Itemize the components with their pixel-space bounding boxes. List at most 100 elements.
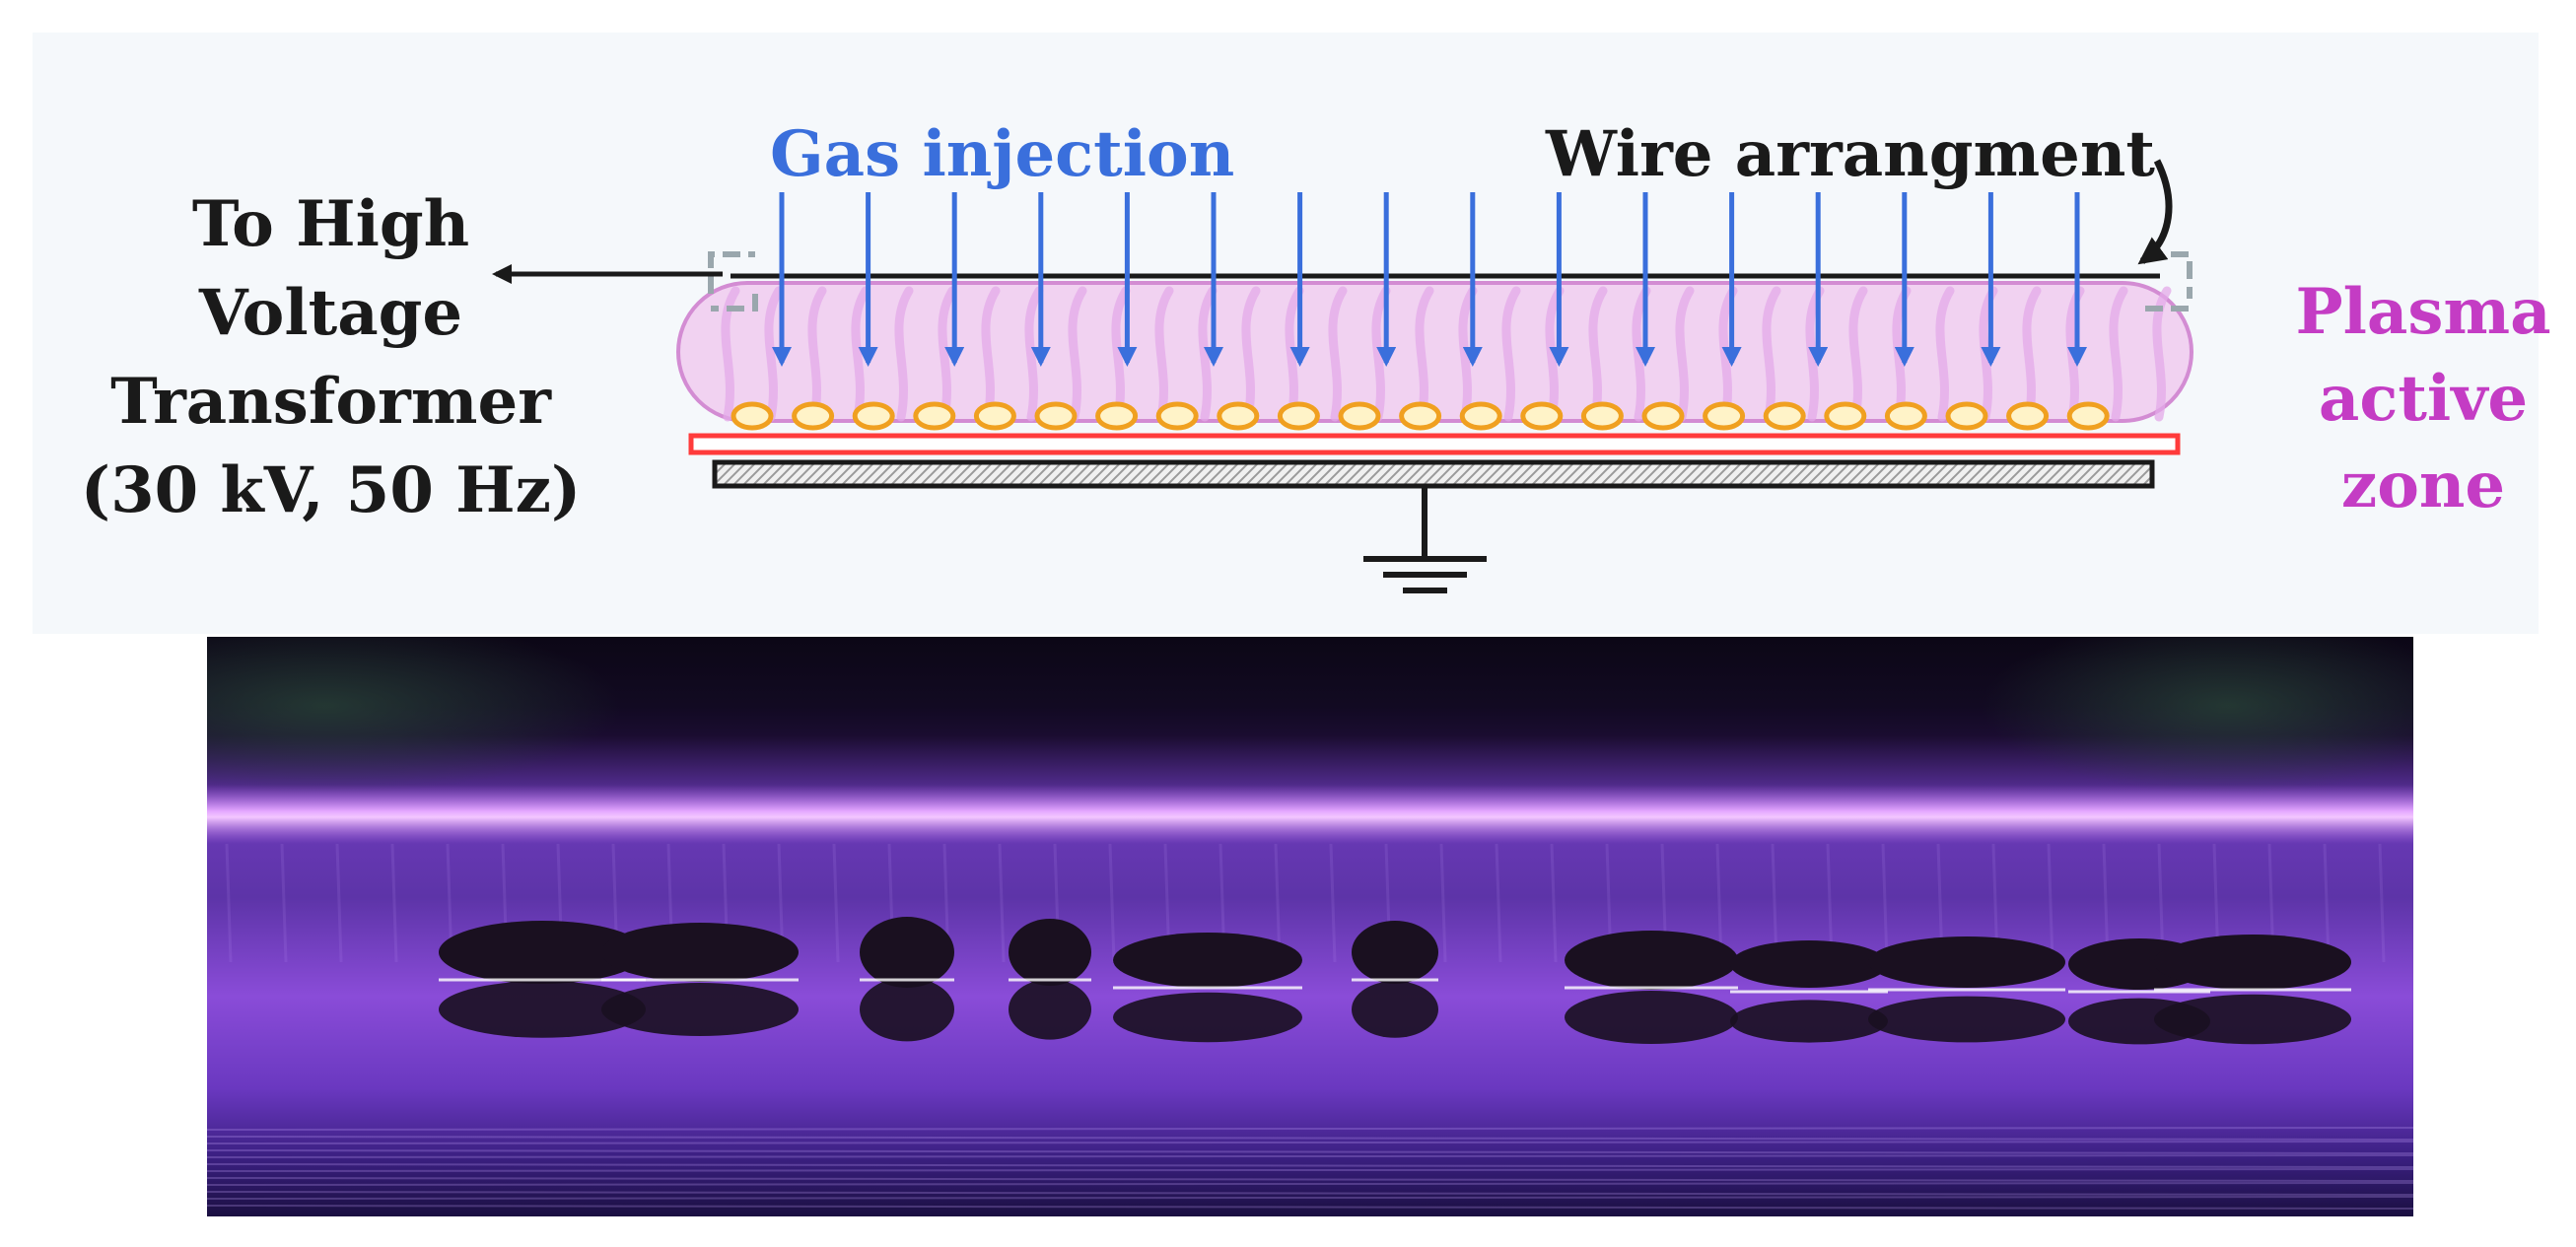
photo-seed-reflection <box>2154 994 2351 1045</box>
seed-icon <box>1580 401 1624 431</box>
photo-line <box>206 1196 2414 1200</box>
photo-seed <box>1730 940 1888 988</box>
ground-electrode-icon <box>712 459 2155 489</box>
seed-icon <box>1217 401 1260 431</box>
seed-icon <box>1763 401 1806 431</box>
photo-seed-reflection <box>1730 1000 1888 1043</box>
photo-streak <box>1881 843 1889 963</box>
plasma-streamer <box>1762 286 1781 422</box>
seed-icon <box>1399 401 1442 431</box>
photo-seed-reflection <box>1565 991 1738 1044</box>
plasma-streamer <box>2152 286 2172 422</box>
plasma-streamer <box>938 286 957 422</box>
photo-seed-reflection <box>1113 992 1302 1043</box>
photo-seed-reflection <box>439 981 646 1038</box>
wire-pointer-arrow <box>2137 159 2173 265</box>
plasma-zone-label: Plasma active zone <box>2256 269 2576 529</box>
seed-icon <box>1884 401 1927 431</box>
photo-line <box>206 1168 2414 1172</box>
plasma-streamer <box>1675 286 1695 422</box>
high-voltage-line: Transformer <box>110 365 551 439</box>
seed-icon <box>1520 401 1564 431</box>
photo-seed <box>1565 931 1738 990</box>
seed-icon <box>1155 401 1199 431</box>
photo-seed <box>439 921 646 984</box>
photo-streak <box>998 843 1006 963</box>
plasma-zone-line: Plasma <box>2295 275 2551 349</box>
dbd-reactor-diagram: Gas injection Wire arrangment To High Vo… <box>33 33 2551 634</box>
plasma-streamer <box>1241 286 1261 422</box>
photo-line <box>206 1127 2414 1131</box>
photo-streak <box>1550 843 1558 963</box>
plasma-zone-line: zone <box>2340 449 2506 522</box>
ground-symbol-icon <box>1363 486 1487 593</box>
photo-streak <box>280 843 288 963</box>
photo-streak <box>2323 843 2331 963</box>
high-voltage-line: Voltage <box>198 276 463 350</box>
seed-icon <box>1703 401 1746 431</box>
plasma-streamer <box>894 286 914 422</box>
photo-seed <box>1868 936 2065 988</box>
photo-drawing <box>30 617 2474 1216</box>
plasma-streamer <box>2109 286 2128 422</box>
plasma-streamer <box>1328 286 1348 422</box>
photo-seed <box>1352 921 1438 984</box>
plasma-streamer <box>1501 286 1521 422</box>
plasma-streamer <box>1024 286 1044 422</box>
photo-line <box>206 1136 2414 1141</box>
gas-arrows <box>772 192 2087 367</box>
plasma-streamer <box>764 286 784 422</box>
seed-row <box>731 401 2110 431</box>
photo-streak <box>2378 843 2386 963</box>
photo-seed <box>1113 933 1302 988</box>
high-voltage-line: To High <box>191 187 470 261</box>
photo-streak <box>390 843 398 963</box>
plasma-streamer <box>1415 286 1434 422</box>
seed-icon <box>1824 401 1867 431</box>
plasma-streamer <box>807 286 827 422</box>
photo-seed <box>860 917 954 988</box>
seed-icon <box>1277 401 1320 431</box>
photo-seeds <box>439 917 2351 1045</box>
photo-line <box>206 1182 2414 1186</box>
seed-icon <box>1338 401 1381 431</box>
photo-seed <box>1009 919 1091 986</box>
photo-line <box>206 1177 2414 1182</box>
seed-icon <box>852 401 895 431</box>
plasma-zone-line: active <box>2318 362 2529 436</box>
seed-icon <box>1641 401 1685 431</box>
left-wire-bracket-icon <box>708 251 758 312</box>
photo-streak <box>1108 843 1116 963</box>
photo-streak <box>1439 843 1447 963</box>
photo-streak <box>225 843 233 963</box>
plasma-streamer <box>1154 286 1174 422</box>
dielectric-layer <box>688 433 2181 455</box>
photo-streak <box>1771 843 1778 963</box>
photo-reflection-lines <box>206 843 2414 1210</box>
photo-seed-reflection <box>1009 979 1091 1040</box>
glowing-wire <box>207 785 2413 844</box>
seed-icon <box>792 401 835 431</box>
plasma-streamer <box>1111 286 1131 422</box>
photo-seed-reflection <box>601 983 799 1036</box>
high-voltage-label: To High Voltage Transformer (30 kV, 50 H… <box>52 180 609 535</box>
seed-icon <box>2006 401 2050 431</box>
seed-icon <box>1459 401 1502 431</box>
photo-line <box>206 1205 2414 1210</box>
high-voltage-line: (30 kV, 50 Hz) <box>80 453 582 527</box>
plasma-streamer <box>851 286 870 422</box>
photo-seed-reflection <box>1352 981 1438 1038</box>
gas-injection-label: Gas injection <box>770 117 1235 191</box>
photo-streak <box>832 843 840 963</box>
seed-icon <box>1945 401 1988 431</box>
diagram-drawing <box>492 159 2193 593</box>
seed-icon <box>731 401 774 431</box>
photo-streak <box>2047 843 2054 963</box>
photo-seed-reflection <box>860 977 954 1042</box>
seed-icon <box>913 401 956 431</box>
seed-icon <box>973 401 1016 431</box>
photo-line <box>206 1154 2414 1158</box>
photo-line <box>206 1141 2414 1144</box>
plasma-reactor-photo <box>30 617 2474 1216</box>
photo-seed <box>601 923 799 982</box>
